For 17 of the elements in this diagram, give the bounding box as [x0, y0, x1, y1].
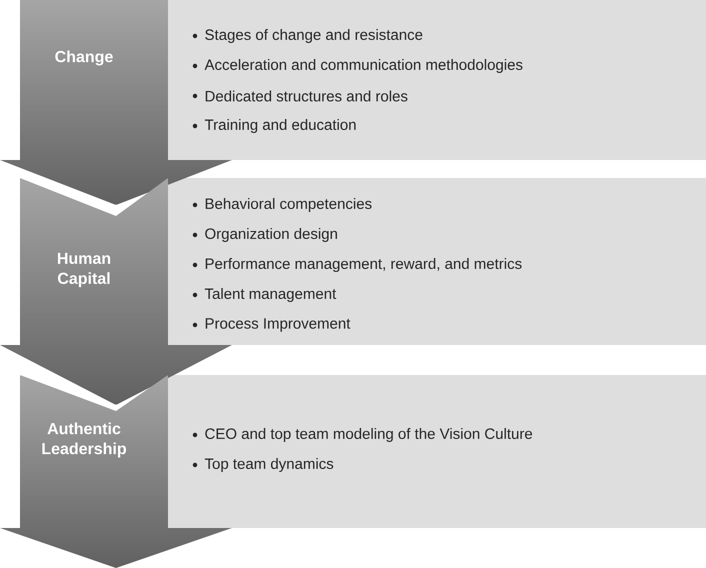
bullet-item: Behavioral competencies	[192, 198, 372, 212]
chevron-arrow: Change	[55, 50, 113, 66]
bullet-item: Stages of change and resistance	[192, 29, 422, 43]
bullet-item: Dedicated structures and roles	[192, 90, 408, 102]
bullet-item: Talent management	[192, 288, 336, 302]
bullet-item: Acceleration and communication methodologies	[192, 59, 522, 73]
text-panel	[168, 0, 706, 160]
bullet-item: Performance management, reward, and metrics	[192, 258, 522, 272]
text-panel	[168, 178, 706, 345]
bullet-item: Process Improvement	[192, 318, 350, 332]
bullet-item: Organization design	[192, 228, 337, 242]
bullet-item: Top team dynamics	[192, 458, 334, 472]
bullet-item: CEO and top team modeling of the Vision Culture	[192, 428, 532, 442]
chevron-arrow: Authentic Leadership	[42, 422, 126, 458]
bullet-item: Training and education	[192, 119, 356, 133]
chevron-arrow: Human Capital	[58, 252, 110, 288]
text-panel	[168, 375, 706, 528]
